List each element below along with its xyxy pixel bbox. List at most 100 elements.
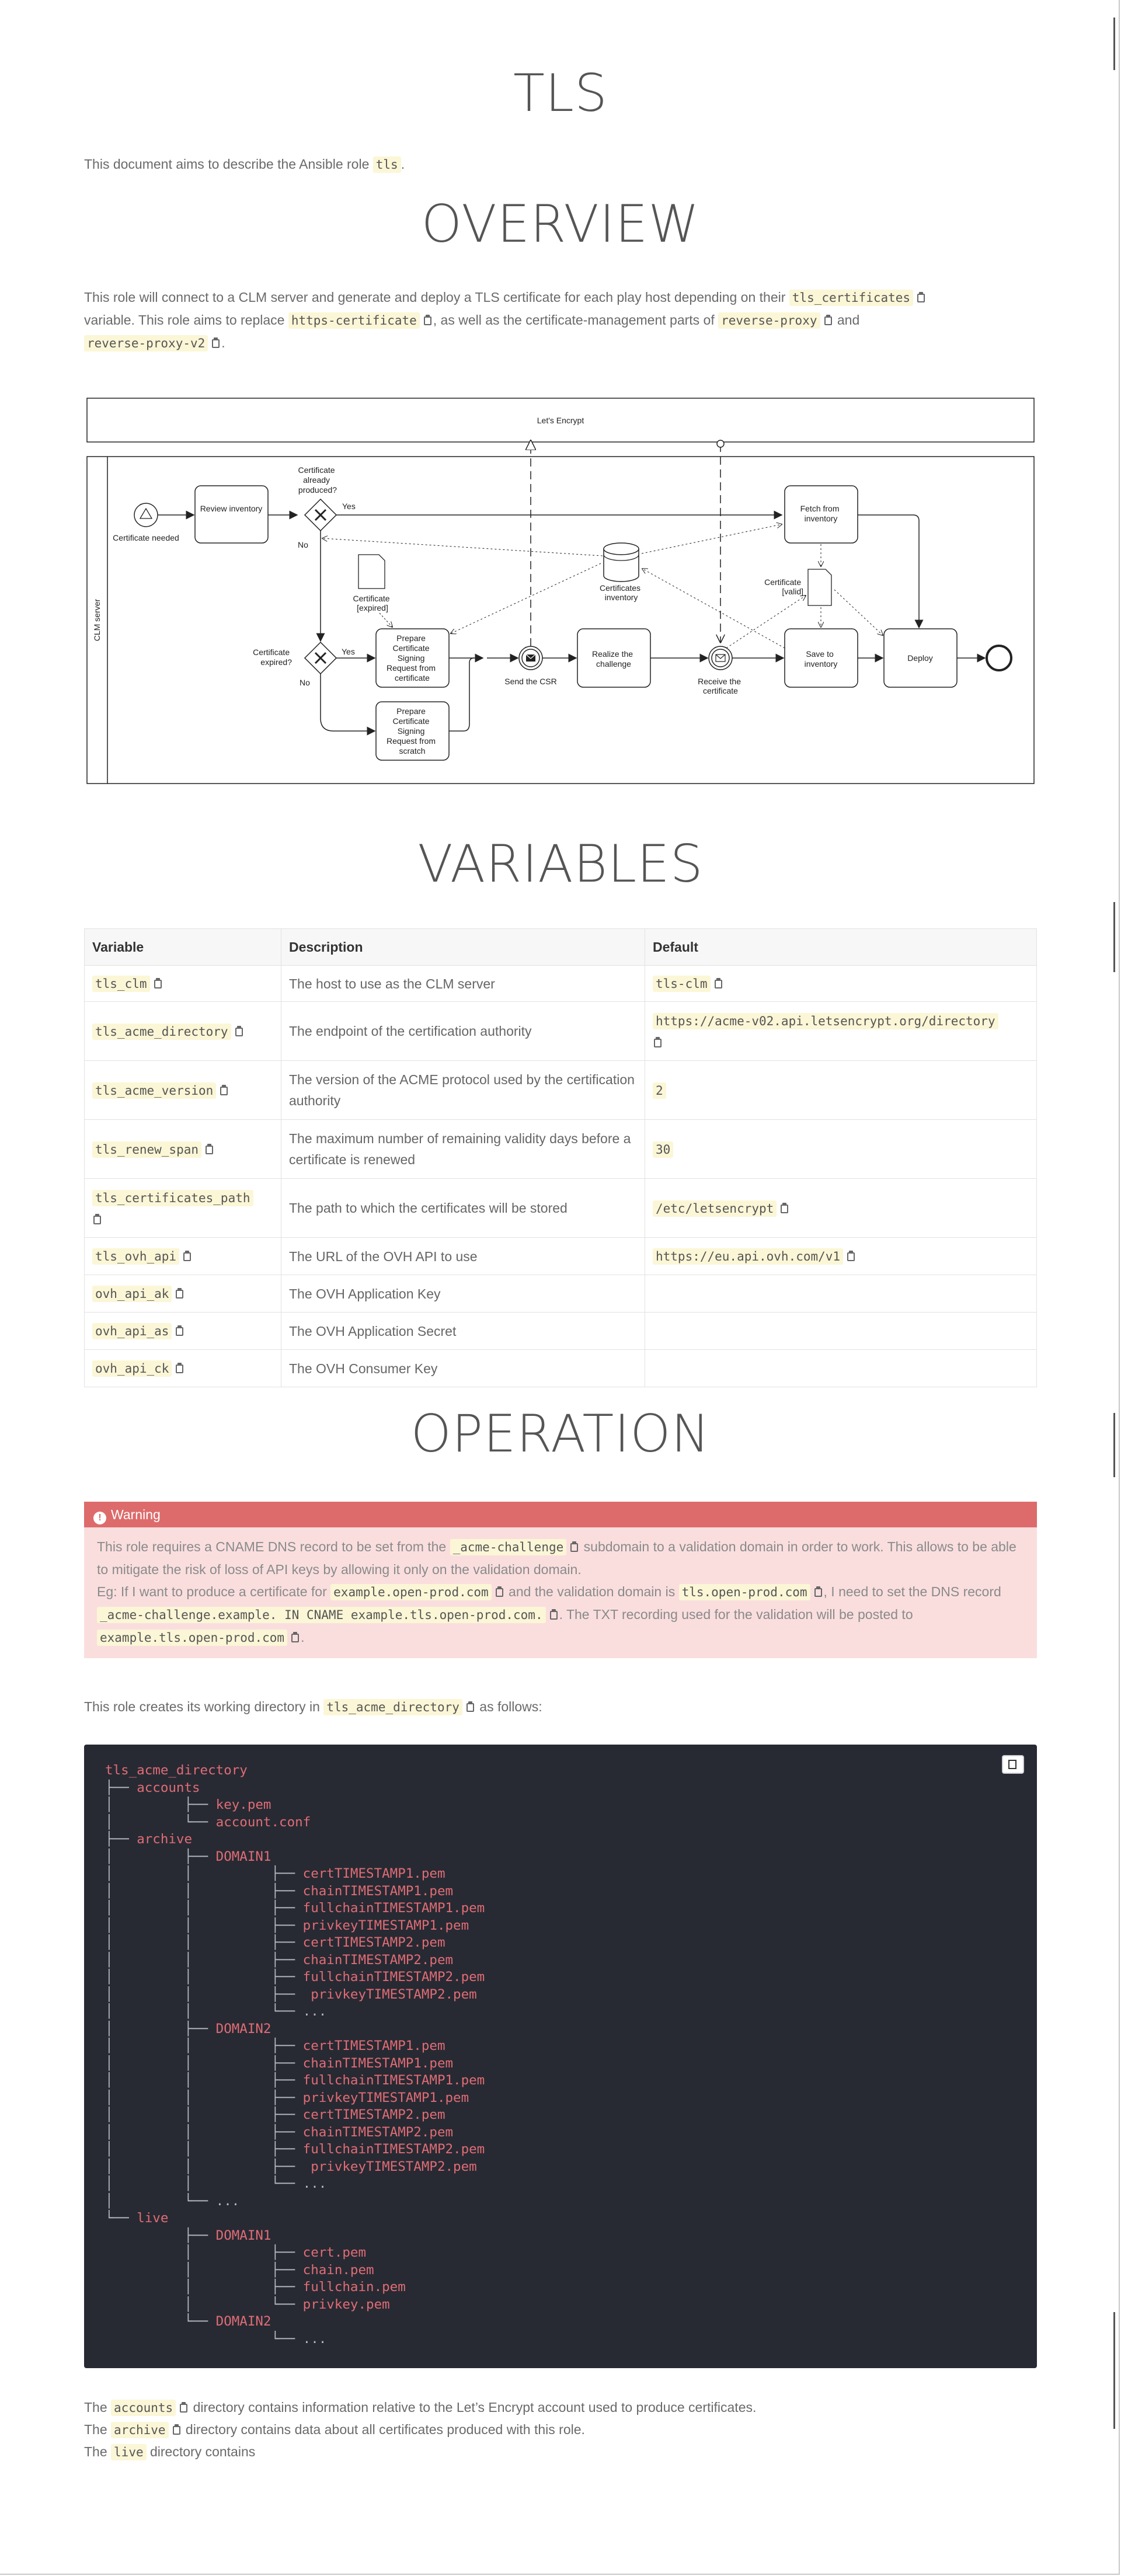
tree-line: │ │ ├── privkeyTIMESTAMP2.pem <box>105 2159 1037 2176</box>
tree-branch: ├── <box>105 2227 216 2243</box>
table-row: tls_ovh_api The URL of the OVH API to us… <box>84 1237 1037 1275</box>
scroll-indicator <box>1113 18 1115 70</box>
copy-code-button[interactable] <box>1002 1755 1024 1774</box>
inline-code: https-certificate <box>288 312 420 329</box>
svg-text:Save to inventory: Save to inventory <box>805 649 838 669</box>
tree-branch: └── <box>105 2314 216 2329</box>
clipboard-icon[interactable] <box>846 1251 857 1262</box>
clipboard-icon[interactable] <box>813 1586 824 1598</box>
tree-line: │ └── account.conf <box>105 1814 1037 1832</box>
clipboard-icon[interactable] <box>423 315 433 326</box>
variable-description: The URL of the OVH API to use <box>281 1237 645 1275</box>
tree-line: │ │ ├── chainTIMESTAMP2.pem <box>105 1952 1037 1969</box>
clipboard-icon[interactable] <box>495 1586 505 1598</box>
clipboard-icon[interactable] <box>211 337 221 349</box>
tree-branch: │ │ ├── <box>105 1900 303 1916</box>
warning-body: This role requires a CNAME DNS record to… <box>84 1527 1037 1658</box>
variable-description: The OVH Application Key <box>281 1275 645 1313</box>
header-description: Description <box>281 928 645 966</box>
clipboard-icon[interactable] <box>465 1701 476 1713</box>
table-header-row: Variable Description Default <box>84 928 1037 966</box>
lets-encrypt-pool <box>86 398 1035 443</box>
clipboard-icon[interactable] <box>653 1036 663 1049</box>
tree-line: │ │ ├── chainTIMESTAMP1.pem <box>105 1883 1037 1900</box>
clipboard-icon[interactable] <box>823 315 834 326</box>
warning-admonition: !Warning This role requires a CNAME DNS … <box>84 1502 1037 1658</box>
inline-code: tls_certificates <box>789 290 914 306</box>
inline-code: reverse-proxy <box>718 312 820 329</box>
variable-name: tls_acme_directory <box>92 1023 231 1040</box>
tree-branch: │ │ ├── <box>105 2159 303 2174</box>
clipboard-icon[interactable] <box>92 1213 103 1226</box>
tree-branch: │ └── <box>105 1814 216 1830</box>
tree-entry: key.pem <box>215 1797 271 1812</box>
clipboard-icon[interactable] <box>916 292 927 304</box>
inline-code: accounts <box>111 2400 176 2416</box>
tree-branch: │ │ ├── <box>105 1952 303 1968</box>
svg-text:Fetch from inventory: Fetch from inventory <box>800 504 842 523</box>
tree-line: tls_acme_directory <box>105 1762 1037 1780</box>
tree-line: └── DOMAIN2 <box>105 2313 1037 2331</box>
clipboard-icon[interactable] <box>179 2402 189 2414</box>
clipboard-icon[interactable] <box>175 1363 185 1374</box>
clipboard-icon[interactable] <box>549 1609 559 1621</box>
variable-default: 2 <box>653 1082 666 1099</box>
tree-entry: certTIMESTAMP2.pem <box>302 1935 445 1950</box>
operation-heading: OPERATION <box>410 1404 711 1464</box>
svg-text:Receive the certificate: Receive the certificate <box>698 677 743 695</box>
variable-default: tls-clm <box>653 976 711 992</box>
variable-description: The OVH Application Secret <box>281 1312 645 1350</box>
clipboard-icon[interactable] <box>779 1202 790 1214</box>
tree-line: ├── DOMAIN1 <box>105 2227 1037 2245</box>
tree-branch: │ ├── <box>105 2021 216 2037</box>
clipboard-icon[interactable] <box>713 978 724 990</box>
inline-code: archive <box>111 2422 169 2438</box>
clipboard-icon[interactable] <box>172 2424 182 2436</box>
tree-branch: │ └── ... <box>105 2193 240 2209</box>
clipboard-icon[interactable] <box>569 1541 580 1553</box>
receive-certificate-event <box>708 646 733 670</box>
tree-branch: │ │ ├── <box>105 2055 303 2071</box>
table-row: tls_clm The host to use as the CLM serve… <box>84 965 1037 1002</box>
intro-paragraph: This document aims to describe the Ansib… <box>84 156 405 173</box>
tree-branch: │ │ ├── <box>105 2038 303 2053</box>
inline-code: example.open-prod.com <box>330 1584 492 1600</box>
header-default: Default <box>645 928 1037 966</box>
clipboard-icon[interactable] <box>290 1632 301 1644</box>
clipboard-icon[interactable] <box>153 978 163 990</box>
warning-header: !Warning <box>84 1502 1037 1527</box>
svg-text:Certificate expired?: Certificate expired? <box>253 648 292 667</box>
tree-line: │ │ ├── chainTIMESTAMP1.pem <box>105 2055 1037 2073</box>
svg-text:No: No <box>298 540 308 549</box>
clipboard-icon[interactable] <box>234 1025 245 1038</box>
table-row: tls_acme_directory The endpoint of the c… <box>84 1001 1037 1061</box>
clipboard-icon[interactable] <box>182 1251 193 1262</box>
tree-branch: │ ├── <box>105 1797 216 1812</box>
variables-heading: VARIABLES <box>417 834 704 894</box>
clipboard-icon[interactable] <box>219 1084 229 1096</box>
tree-line: ├── accounts <box>105 1780 1037 1797</box>
tree-branch: │ │ ├── <box>105 1986 303 2002</box>
clm-server-label: CLM server <box>92 598 102 641</box>
variable-name: tls_renew_span <box>92 1141 202 1158</box>
tree-entry: chainTIMESTAMP2.pem <box>302 2124 454 2140</box>
svg-text:Prepare Certificate: Prepare Certificate Signing Request from… <box>387 633 438 683</box>
svg-text:Review inventory: Review inventory <box>200 504 263 513</box>
clipboard-icon[interactable] <box>175 1325 185 1337</box>
tree-line: │ │ ├── certTIMESTAMP1.pem <box>105 1865 1037 1883</box>
directory-tree-codeblock: tls_acme_directory├── accounts│ ├── key.… <box>84 1745 1037 2368</box>
variable-name: ovh_api_ck <box>92 1360 172 1377</box>
clipboard-icon[interactable] <box>175 1288 185 1300</box>
tree-branch: │ │ └── ... <box>105 2004 327 2019</box>
tree-entry: certTIMESTAMP1.pem <box>302 2038 445 2053</box>
clipboard-icon[interactable] <box>204 1143 215 1155</box>
tree-line: │ ├── chain.pem <box>105 2262 1037 2279</box>
tree-entry: fullchainTIMESTAMP2.pem <box>302 1969 485 1985</box>
accounts-line: The accounts directory contains informat… <box>84 2400 757 2416</box>
tree-entry: account.conf <box>215 1814 311 1830</box>
tree-line: │ │ └── ... <box>105 2175 1037 2193</box>
svg-text:Deploy: Deploy <box>907 653 933 663</box>
table-row: tls_acme_version The version of the ACME… <box>84 1060 1037 1120</box>
overview-heading: OVERVIEW <box>421 194 700 254</box>
